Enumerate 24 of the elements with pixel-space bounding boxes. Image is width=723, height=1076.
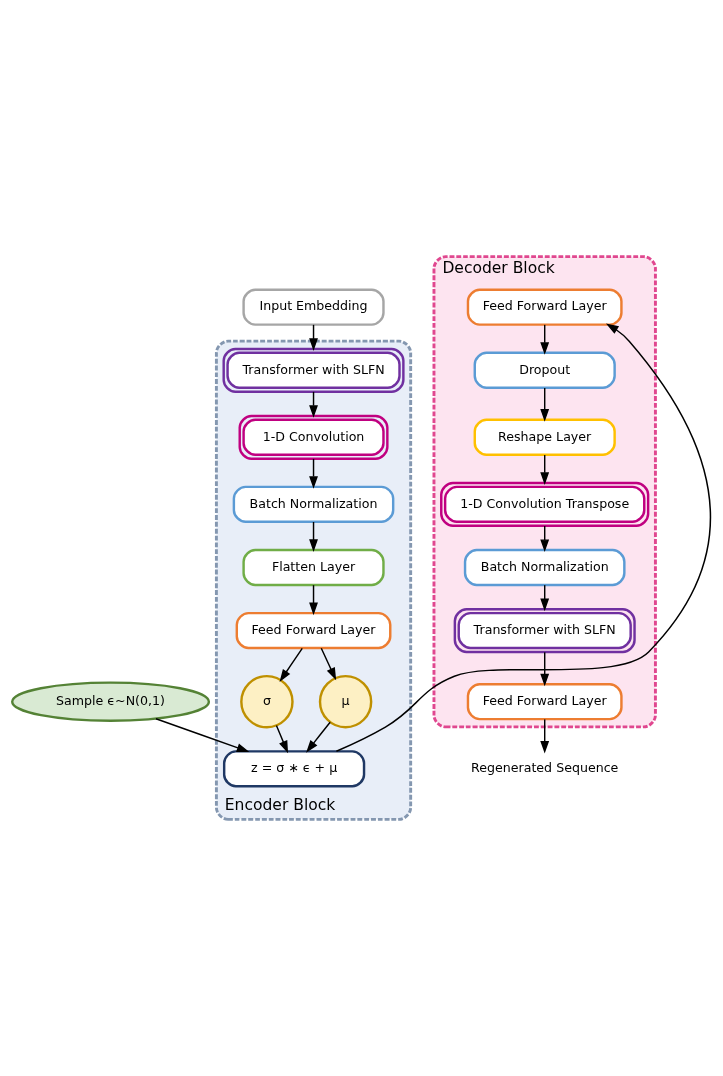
node-ellipse: Sample ϵ~N(0,1): [11, 681, 211, 722]
node-box: Input Embedding: [242, 288, 385, 326]
arrow: [540, 387, 550, 422]
node-box: Feed Forward Layer: [466, 288, 623, 326]
arrow: [540, 718, 550, 754]
arrow: [320, 647, 337, 681]
arrow: [279, 647, 303, 682]
arrow: [155, 718, 250, 752]
node-box: 1-D Convolution: [238, 414, 389, 460]
arrow: [540, 651, 550, 687]
node-box: Flatten Layer: [242, 548, 385, 587]
node-box: z = σ ∗ ϵ + μ: [222, 750, 366, 788]
arrow: [275, 724, 289, 754]
node-box: Reshape Layer: [473, 418, 616, 456]
node-box: Feed Forward Layer: [235, 611, 392, 650]
node-box: Batch Normalization: [463, 548, 626, 587]
node-box: Dropout: [473, 351, 616, 389]
arrow: [306, 721, 331, 753]
node-box: Feed Forward Layer: [466, 682, 623, 721]
node-circle: σ: [240, 674, 294, 729]
node-box: Batch Normalization: [232, 485, 395, 524]
node-text: Regenerated Sequence: [471, 760, 619, 776]
node-circle: μ: [318, 674, 373, 729]
node-box: Transformer with SLFN: [222, 347, 405, 393]
